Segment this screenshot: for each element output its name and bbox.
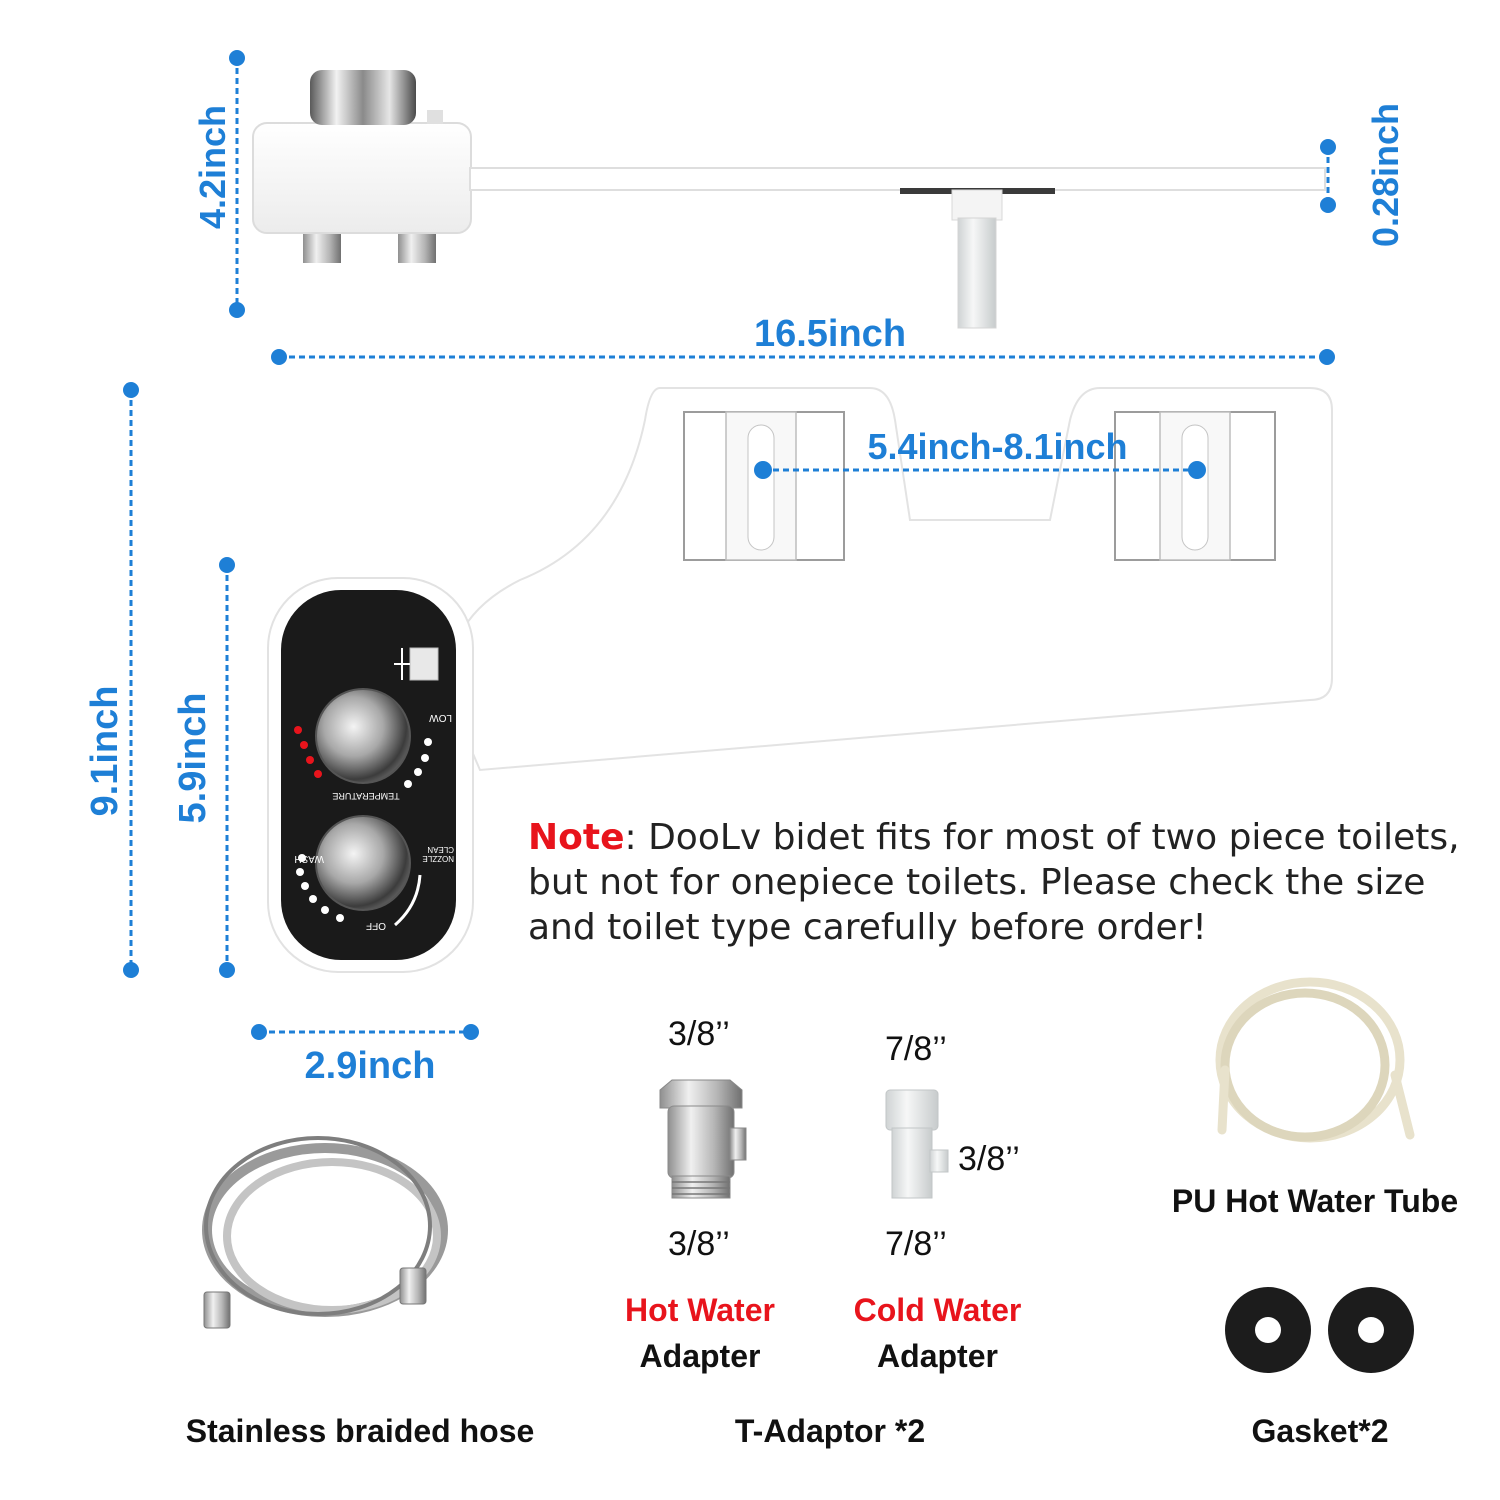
side-view-bidet	[252, 70, 1326, 329]
hot-adapter-top-size: 3/8’’	[668, 1015, 730, 1053]
dimension-endpoints	[123, 50, 1336, 1040]
cold-adapter-label-black: Adapter	[877, 1338, 998, 1374]
hot-adapter-label-black: Adapter	[639, 1338, 761, 1374]
temperature-knob	[315, 688, 411, 784]
top-view-bidet	[267, 387, 1333, 973]
hose-fittings	[203, 1267, 427, 1329]
pu-tube-image	[1215, 977, 1415, 1143]
panel-label-temperature: TEMPERATURE	[332, 791, 400, 801]
dimension-lines	[129, 58, 1330, 1034]
note-key: Note	[528, 817, 625, 858]
panel-label-off: OFF	[366, 920, 386, 931]
compatibility-note: Note: DooLv bidet fits for most of two p…	[528, 815, 1488, 950]
pressure-knob	[315, 815, 411, 911]
side-body	[252, 122, 472, 234]
dim-panel-height-total: 9.1inch	[84, 685, 126, 817]
hot-adapter-bottom-size: 3/8’’	[668, 1225, 730, 1263]
cold-adapter-label-red: Cold Water	[853, 1292, 1022, 1328]
side-knob	[310, 70, 416, 125]
gaskets-image	[1225, 1287, 1414, 1373]
dim-panel-width: 2.9inch	[304, 1045, 436, 1087]
braided-hose-image	[202, 1136, 448, 1317]
hot-water-adapter-image	[659, 1079, 747, 1199]
dim-panel-height: 5.9inch	[172, 692, 214, 824]
dim-bracket-range: 5.4inch-8.1inch	[867, 426, 1128, 467]
hose-label: Stainless braided hose	[185, 1413, 535, 1449]
side-arm	[469, 167, 1326, 191]
gasket-label: Gasket*2	[1251, 1413, 1389, 1449]
cold-adapter-bottom-size: 7/8’’	[885, 1225, 947, 1263]
dim-nozzle-thickness: 0.28inch	[1365, 102, 1406, 248]
cold-adapter-top-size: 7/8’’	[885, 1030, 947, 1068]
hot-adapter-label-red: Hot Water	[625, 1292, 775, 1328]
note-text: : DooLv bidet fits for most of two piece…	[528, 817, 1460, 948]
panel-label-clean: NOZZLE CLEAN	[422, 845, 454, 863]
panel-label-low: LOW	[429, 712, 452, 723]
nozzle	[957, 217, 997, 329]
pu-tube-label: PU Hot Water Tube	[1171, 1183, 1459, 1219]
dim-height-top: 4.2inch	[192, 104, 233, 230]
panel-label-wash: WASH	[294, 853, 324, 864]
dim-total-length: 16.5inch	[753, 313, 907, 355]
cold-water-adapter-image	[885, 1089, 949, 1199]
cold-adapter-side-size: 3/8’’	[958, 1140, 1020, 1178]
t-adaptor-label: T-Adaptor *2	[734, 1413, 926, 1449]
top-body	[447, 387, 1333, 772]
